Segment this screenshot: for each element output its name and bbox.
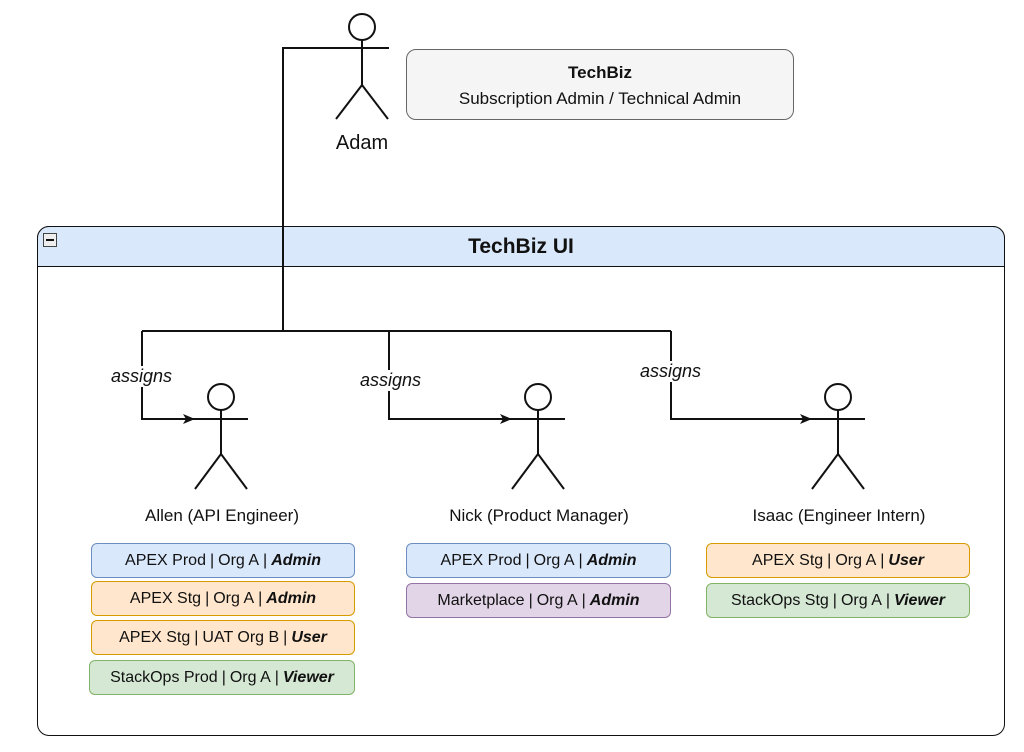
container-title: TechBiz UI bbox=[468, 235, 574, 258]
role-org: UAT Org B bbox=[202, 629, 280, 646]
role-system: APEX Prod bbox=[125, 552, 206, 569]
allen-label: Allen (API Engineer) bbox=[144, 506, 300, 525]
role-system: APEX Stg bbox=[129, 590, 202, 607]
role-org: Org A bbox=[218, 552, 260, 569]
adam-actor-icon bbox=[335, 13, 389, 120]
techbiz-note: TechBiz Subscription Admin / Technical A… bbox=[406, 49, 794, 120]
role-box: APEX Prod|Org A|Admin bbox=[91, 543, 355, 578]
role-name: User bbox=[291, 629, 327, 646]
note-subtitle: Subscription Admin / Technical Admin bbox=[458, 89, 742, 108]
role-name: Admin bbox=[586, 552, 637, 569]
role-system: StackOps Stg bbox=[730, 592, 829, 609]
edge-label-isaac: assigns bbox=[638, 361, 704, 382]
role-name: Admin bbox=[589, 592, 640, 609]
role-system: Marketplace bbox=[437, 592, 525, 609]
isaac-actor-icon bbox=[810, 383, 865, 490]
role-name: Admin bbox=[271, 552, 321, 569]
role-org: Org A bbox=[536, 592, 578, 609]
role-box: Marketplace|Org A|Admin bbox=[406, 583, 671, 618]
role-name: User bbox=[888, 552, 924, 569]
role-box: StackOps Prod|Org A|Viewer bbox=[89, 660, 355, 695]
role-box: APEX Stg|UAT Org B|User bbox=[91, 620, 355, 655]
nick-label: Nick (Product Manager) bbox=[449, 506, 629, 525]
container-header bbox=[37, 226, 1005, 267]
role-box: APEX Prod|Org A|Admin bbox=[406, 543, 671, 578]
edge-label-nick: assigns bbox=[358, 370, 424, 391]
role-org: Org A bbox=[835, 552, 877, 569]
note-title: TechBiz bbox=[568, 63, 632, 82]
adam-label: Adam bbox=[335, 132, 389, 154]
role-system: APEX Prod bbox=[440, 552, 522, 569]
role-name: Viewer bbox=[282, 669, 334, 686]
edge-nick bbox=[388, 331, 512, 424]
role-name: Admin bbox=[266, 590, 317, 607]
role-org: Org A bbox=[533, 552, 575, 569]
role-box: APEX Stg|Org A|User bbox=[706, 543, 970, 578]
role-system: APEX Stg bbox=[752, 552, 824, 569]
role-org: Org A bbox=[213, 590, 255, 607]
role-system: StackOps Prod bbox=[110, 669, 218, 686]
isaac-label: Isaac (Engineer Intern) bbox=[752, 506, 926, 525]
role-org: Org A bbox=[229, 669, 271, 686]
role-box: APEX Stg|Org A|Admin bbox=[91, 581, 355, 616]
role-system: APEX Stg bbox=[119, 629, 191, 646]
role-box: StackOps Stg|Org A|Viewer bbox=[706, 583, 970, 618]
nick-actor-icon bbox=[510, 383, 565, 490]
role-org: Org A bbox=[840, 592, 882, 609]
edge-allen bbox=[141, 331, 195, 424]
edge-isaac bbox=[670, 331, 812, 424]
collapse-icon[interactable] bbox=[43, 233, 57, 247]
adam-connector bbox=[282, 47, 389, 331]
edge-label-allen: assigns bbox=[109, 366, 175, 387]
role-name: Viewer bbox=[894, 592, 946, 609]
allen-actor-icon bbox=[193, 383, 248, 490]
